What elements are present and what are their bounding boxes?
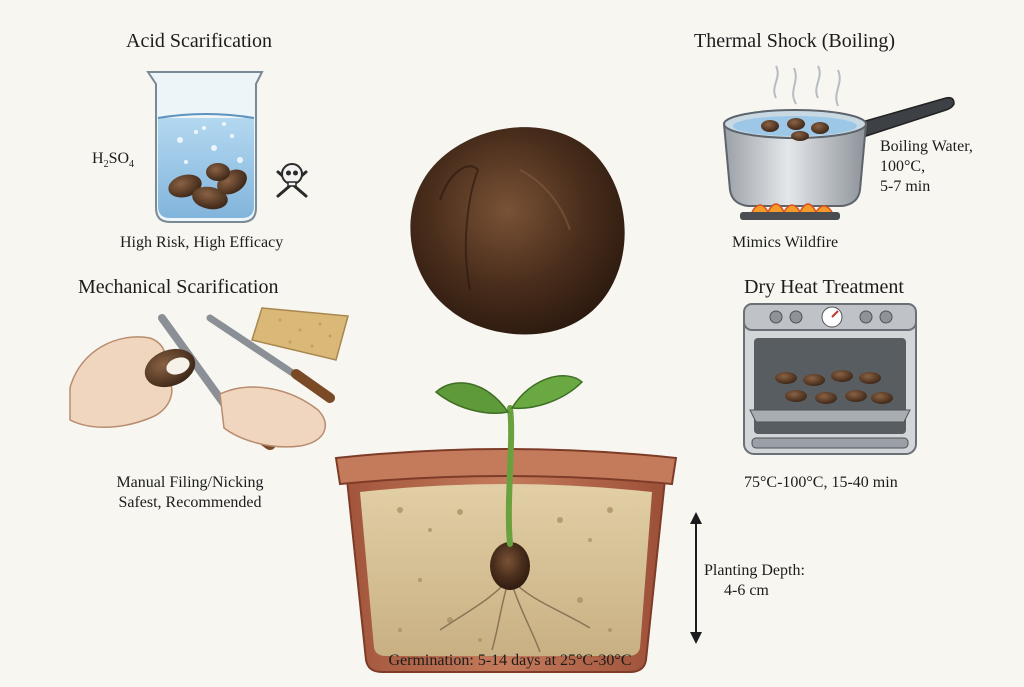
thermal-note-line3: 5-7 min xyxy=(880,178,931,195)
oven-illustration xyxy=(743,303,917,455)
thermal-note-line1: Boiling Water, xyxy=(880,138,973,155)
depth-arrow-down-head xyxy=(690,632,702,644)
planting-depth-line2: 4-6 cm xyxy=(724,582,769,599)
formula-sub-2: 2 xyxy=(103,159,109,171)
mechanical-caption-line2: Safest, Recommended xyxy=(118,494,262,511)
acid-caption: High Risk, High Efficacy xyxy=(120,234,284,251)
acid-beaker-illustration xyxy=(146,71,264,223)
acid-formula: H2SO4 xyxy=(92,150,134,170)
planting-pot-illustration xyxy=(334,375,678,673)
germination-caption: Germination: 5-14 days at 25°C-30°C xyxy=(388,652,632,669)
depth-arrow-up-head xyxy=(690,512,702,524)
thermal-title: Thermal Shock (Boiling) xyxy=(694,30,896,52)
formula-so: SO xyxy=(108,150,130,167)
mechanical-caption-line1: Manual Filing/Nicking xyxy=(116,474,264,491)
dry-heat-caption: 75°C-100°C, 15-40 min xyxy=(744,474,898,491)
formula-sub-4: 4 xyxy=(129,159,135,171)
formula-h: H xyxy=(92,150,104,167)
large-seed-illustration xyxy=(410,127,625,335)
acid-title: Acid Scarification xyxy=(126,30,273,52)
boiling-pot-illustration xyxy=(722,65,955,220)
mechanical-tools-illustration xyxy=(69,307,349,450)
thermal-caption: Mimics Wildfire xyxy=(732,234,839,251)
mechanical-title: Mechanical Scarification xyxy=(78,276,279,298)
skull-crossbones-icon xyxy=(276,163,308,198)
dry-heat-title: Dry Heat Treatment xyxy=(744,276,904,298)
thermal-note-line2: 100°C, xyxy=(880,158,926,175)
planting-depth-line1: Planting Depth: xyxy=(704,562,805,579)
